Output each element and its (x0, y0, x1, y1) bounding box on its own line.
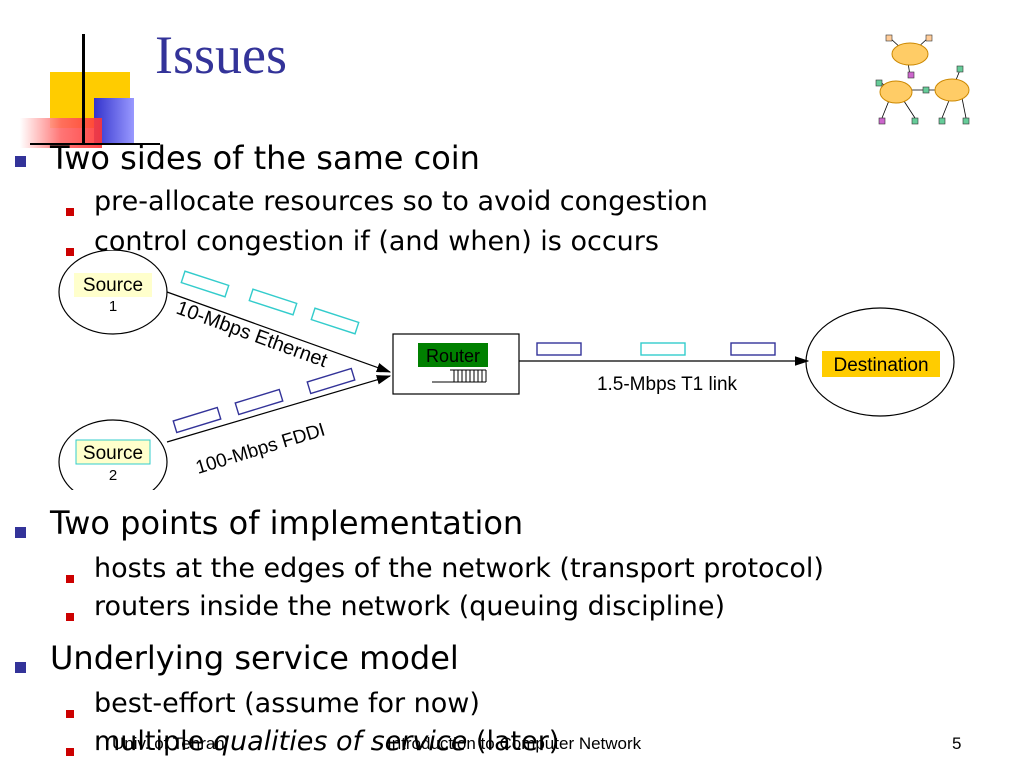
slide-title: Issues (155, 25, 287, 85)
t1-packets (536, 342, 776, 356)
router-queue-icon (432, 369, 487, 383)
fddi-packets (172, 367, 356, 434)
sub-bullet-marker (66, 248, 74, 256)
bullet-text: Two sides of the same coin (50, 139, 480, 177)
page-number: 5 (952, 734, 962, 753)
congestion-diagram: Source 1 Source 2 Router Destination 10-… (58, 250, 955, 490)
sub-bullet-marker (66, 613, 74, 621)
sub-bullet-marker (66, 208, 74, 216)
ethernet-packets (180, 270, 360, 335)
ethernet-link-label: 10-Mbps Ethernet (173, 297, 330, 372)
source1-label: Source (83, 275, 143, 296)
sub-bullet-text: hosts at the edges of the network (trans… (94, 553, 824, 584)
sub-bullet-text: pre-allocate resources so to avoid conge… (94, 186, 708, 217)
sub-bullet-text: routers inside the network (queuing disc… (94, 591, 726, 622)
router-label: Router (426, 346, 480, 366)
sub-bullet-text: best-effort (assume for now) (94, 688, 480, 719)
t1-link-label: 1.5-Mbps T1 link (597, 374, 738, 395)
bullet-text: Underlying service model (50, 639, 459, 677)
source1-number: 1 (109, 298, 117, 315)
sub-bullet-text-qos: multiple qualities of service (later) (94, 726, 559, 757)
bullet-marker (15, 662, 26, 673)
bullet-text: Two points of implementation (50, 504, 524, 542)
qos-prefix: multiple (94, 726, 213, 757)
corner-decoration (0, 0, 160, 170)
destination-label: Destination (833, 355, 928, 376)
source2-number: 2 (109, 467, 117, 484)
fddi-link (166, 375, 392, 443)
qos-italic: qualities of service (212, 726, 468, 757)
qos-suffix: (later) (467, 726, 560, 757)
bullet-marker (15, 156, 26, 167)
ethernet-link (166, 291, 392, 373)
sub-bullet-text: control congestion if (and when) is occu… (94, 226, 659, 257)
source2-label: Source (83, 443, 143, 464)
sub-bullet-marker (66, 710, 74, 718)
footer-center: Introduction to Computer Network (387, 734, 642, 753)
sub-bullet-marker (66, 748, 74, 756)
sub-bullet-marker (66, 575, 74, 583)
bullet-marker (15, 527, 26, 538)
network-logo-icon (875, 34, 970, 125)
footer-left: Univ. of Tehran (112, 734, 225, 753)
